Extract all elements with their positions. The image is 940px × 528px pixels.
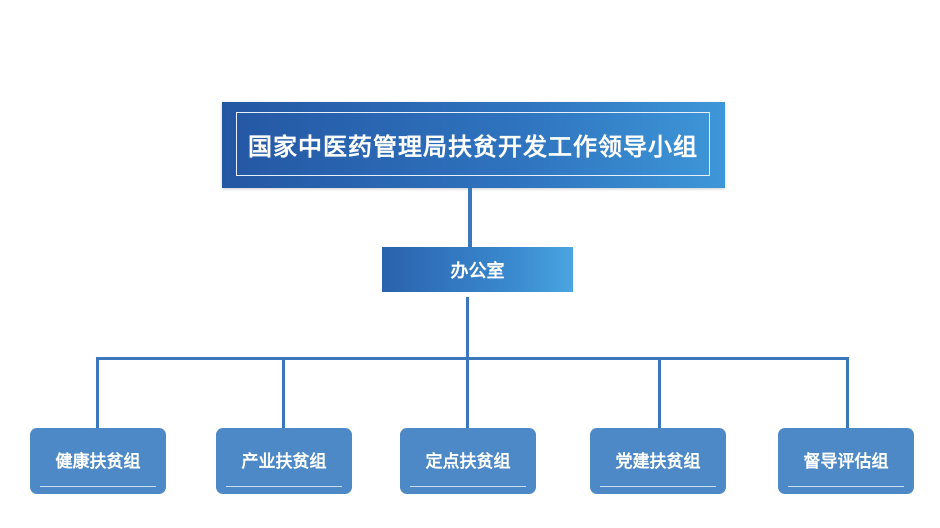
office-label: 办公室 <box>450 260 505 282</box>
group-box-health: 健康扶贫组 <box>30 428 166 494</box>
group-label: 产业扶贫组 <box>241 451 327 472</box>
group-underline <box>226 486 342 487</box>
group-underline <box>788 486 904 487</box>
group-box-industry: 产业扶贫组 <box>216 428 352 494</box>
leading-group-box: 国家中医药管理局扶贫开发工作领导小组 <box>222 102 725 188</box>
group-label: 督导评估组 <box>803 451 889 472</box>
connector-horizontal-bus <box>96 357 849 360</box>
office-box: 办公室 <box>382 247 573 292</box>
connector-drop-4 <box>658 357 661 428</box>
connector-office-to-bus <box>466 297 469 359</box>
group-underline <box>410 486 526 487</box>
connector-drop-5 <box>846 357 849 428</box>
group-underline <box>600 486 716 487</box>
group-underline <box>40 486 156 487</box>
leading-group-title: 国家中医药管理局扶贫开发工作领导小组 <box>248 132 698 161</box>
group-box-party-building: 党建扶贫组 <box>590 428 726 494</box>
group-label: 健康扶贫组 <box>55 451 141 472</box>
group-label: 党建扶贫组 <box>615 451 701 472</box>
connector-drop-2 <box>282 357 285 428</box>
connector-drop-3 <box>466 357 469 428</box>
group-box-supervision: 督导评估组 <box>778 428 914 494</box>
connector-top-to-office <box>468 188 472 247</box>
group-box-targeted: 定点扶贫组 <box>400 428 536 494</box>
leading-group-inner-frame: 国家中医药管理局扶贫开发工作领导小组 <box>236 112 710 176</box>
connector-drop-1 <box>96 357 99 428</box>
group-label: 定点扶贫组 <box>425 451 511 472</box>
